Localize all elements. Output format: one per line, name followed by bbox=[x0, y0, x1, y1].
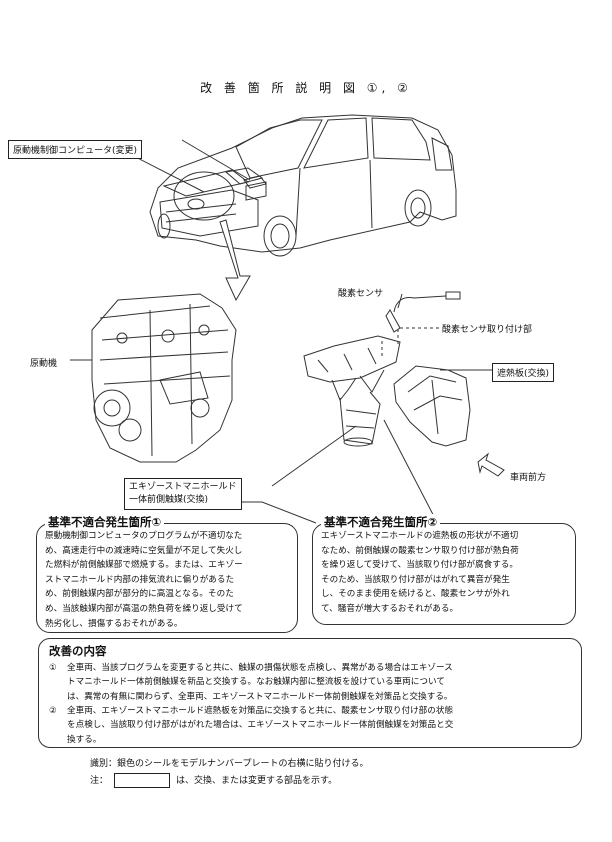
legend-sample-box bbox=[114, 773, 171, 788]
catalyst-label-line1: エキゾーストマニホールド bbox=[129, 482, 237, 492]
measure-number: ② bbox=[49, 706, 57, 716]
section-1-line: ストマニホールド内部の排気流れに偏りがあるた bbox=[45, 574, 235, 585]
improvement-measures-box: 改善の内容 ① 全車両、当該プログラムを変更すると共に、触媒の損傷状態を点検し、… bbox=[38, 638, 582, 748]
section-1-line: め、高速走行中の減速時に空気量が不足して失火し bbox=[45, 545, 243, 556]
section-2-body: エキゾーストマニホールドの遮熱板の形状が不適切 なため、前側触媒の酸素センサ取り… bbox=[321, 529, 573, 617]
measure-2-line: を点検し、当該取り付け部がはがれた場合は、エキゾーストマニホールド一体前側触媒を… bbox=[67, 720, 454, 731]
measure-number: ① bbox=[49, 663, 57, 673]
section-1-heading: 基準不適合発生箇所① bbox=[45, 514, 165, 530]
vehicle-illustration bbox=[149, 114, 457, 257]
engine-label: 原動機 bbox=[30, 359, 58, 369]
vehicle-front-label: 車両前方 bbox=[510, 473, 547, 483]
section-1-body: 原動機制御コンピュータのプログラムが不適切なた め、高速走行中の減速時に空気量が… bbox=[45, 529, 295, 631]
section-2-line: そのため、当該取り付け部がはがれて異音が発生 bbox=[321, 574, 510, 585]
engine-illustration bbox=[91, 293, 237, 463]
legend-note-prefix: 注： bbox=[90, 776, 109, 786]
catalyst-label: エキゾーストマニホールド 一体前側触媒(交換) bbox=[124, 478, 242, 510]
section-1-line: た燃料が前側触媒部で燃焼する。または、エキゾー bbox=[45, 560, 243, 571]
section-2-line: し、そのまま使用を続けると、酸素センサが外れ bbox=[321, 589, 510, 600]
legend-note-text: は、交換、または変更する部品を示す。 bbox=[176, 776, 338, 786]
section-1-line: 原動機制御コンピュータのプログラムが不適切なた bbox=[45, 531, 243, 541]
page-title: 改 善 箇 所 説 明 図 ①, ② bbox=[200, 81, 412, 95]
heat-shield-illustration bbox=[393, 365, 471, 447]
legend-note: 注： は、交換、または変更する部品を示す。 bbox=[90, 773, 337, 788]
section-2-line: て、騒音が増大するおそれがある。 bbox=[321, 603, 459, 614]
o2-sensor-label: 酸素センサ bbox=[338, 289, 384, 299]
measure-item-2: ② 全車両、エキゾーストマニホールド遮熱板を対策品に交換すると共に、酸素センサ取… bbox=[49, 704, 575, 747]
measure-1-line: トマニホールド一体前側触媒を新品と交換する。なお触媒内部に整流板を設けている車両… bbox=[67, 677, 445, 688]
section-1-line: 熱劣化し、損傷するおそれがある。 bbox=[45, 618, 183, 629]
nonconformity-section-2: 基準不適合発生箇所② エキゾーストマニホールドの遮熱板の形状が不適切 なため、前… bbox=[312, 514, 576, 625]
exhaust-manifold-illustration bbox=[303, 335, 401, 447]
section-1-line: め、前側触媒内部が部分的に高温となる。そのた bbox=[45, 589, 234, 600]
measure-1-line: は、異常の有無に関わらず、全車両、エキゾーストマニホールド一体前側触媒を対策品と… bbox=[67, 691, 453, 702]
measure-2-line: 全車両、エキゾーストマニホールド遮熱板を対策品に交換すると共に、酸素センサ取り付… bbox=[67, 706, 454, 716]
heat-shield-label: 遮熱板(交換) bbox=[492, 363, 555, 382]
ecu-label: 原動機制御コンピュータ(変更) bbox=[8, 140, 143, 159]
identification-note: 識別：銀色のシールをモデルナンバープレートの右横に貼り付ける。 bbox=[90, 759, 369, 769]
measure-1-line: 全車両、当該プログラムを変更すると共に、触媒の損傷状態を点検し、異常がある場合は… bbox=[67, 663, 453, 673]
catalyst-label-line2: 一体前側触媒(交換) bbox=[129, 495, 209, 505]
section-2-heading: 基準不適合発生箇所② bbox=[321, 514, 441, 530]
nonconformity-section-1: 基準不適合発生箇所① 原動機制御コンピュータのプログラムが不適切なた め、高速走… bbox=[36, 514, 298, 633]
section-2-line: なため、前側触媒の酸素センサ取り付け部が熱負荷 bbox=[321, 545, 519, 556]
section-2-line: を繰り返して受けて、当該取り付け部が腐食する。 bbox=[321, 560, 518, 571]
measure-2-line: 換する。 bbox=[67, 734, 102, 745]
o2-mount-label: 酸素センサ取り付け部 bbox=[442, 325, 533, 335]
section-2-line: エキゾーストマニホールドの遮熱板の形状が不適切 bbox=[321, 531, 519, 541]
measures-heading: 改善の内容 bbox=[49, 644, 107, 658]
measure-item-1: ① 全車両、当該プログラムを変更すると共に、触媒の損傷状態を点検し、異常がある場… bbox=[49, 661, 575, 704]
section-1-line: め、当該触媒内部が高温の熱負荷を繰り返し受けて bbox=[45, 603, 243, 614]
